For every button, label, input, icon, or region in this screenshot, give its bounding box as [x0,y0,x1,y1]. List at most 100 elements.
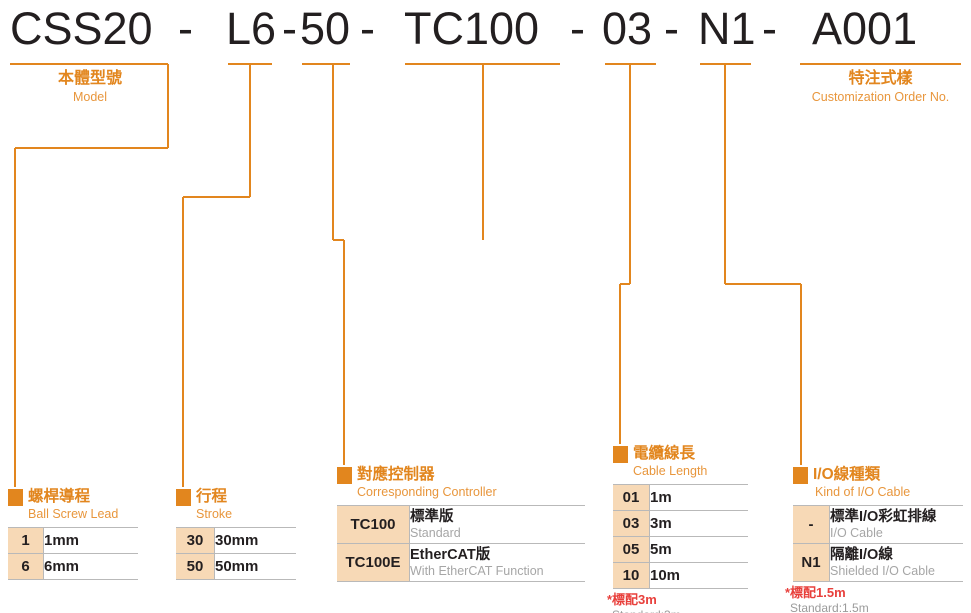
option-value-cn: 標準I/O彩虹排線 [830,508,937,525]
option-value: 標準版 Standard [409,505,585,544]
callout-model-cn: 本體型號 [57,70,122,87]
options-table-io-cable: - 標準I/O彩虹排線 I/O Cable N1 隔離I/O線 Shielded… [793,505,963,582]
option-code: 10 [613,562,650,589]
square-marker-icon [613,446,628,463]
options-table-controller: TC100 標準版 Standard TC100E EtherCAT版 With… [337,505,585,582]
model-separator: - [282,3,297,54]
table-row[interactable]: - 標準I/O彩虹排線 I/O Cable [793,505,963,544]
group-title-cn: 電纜線長 [633,445,696,462]
footnote-en: Standard:3m [607,608,748,613]
footnote-en: Standard:1.5m [790,601,869,613]
model-segment-io: N1 [698,3,756,54]
table-row[interactable]: 1 1mm [8,527,138,554]
option-value-en: Shielded I/O Cable [830,563,935,578]
model-separator: - [178,3,193,54]
option-value-en: Standard [410,525,461,540]
option-value: 1m [649,484,748,511]
group-title-cn: 行程 [196,488,228,505]
option-value: 30mm [214,527,296,554]
group-title-en: Cable Length [633,464,708,478]
group-corresponding-controller: 對應控制器 Corresponding Controller TC100 標準版… [337,465,585,582]
option-value: 6mm [43,553,138,580]
model-segment-customization: A001 [812,3,918,54]
options-table-stroke: 30 30mm 50 50mm [176,527,296,580]
group-title-en: Stroke [196,507,233,521]
model-segment-lead: L6 [226,3,277,54]
option-value-en: I/O Cable [830,525,883,540]
option-code: N1 [793,543,830,582]
group-title-cn: 螺桿導程 [28,488,91,505]
group-header: I/O線種類 Kind of I/O Cable [793,465,963,500]
option-value: 10m [649,562,748,589]
options-table-ball-screw-lead: 1 1mm 6 6mm [8,527,138,580]
option-code: - [793,505,830,544]
option-code: 6 [8,553,44,580]
model-separator: - [762,3,777,54]
group-stroke: 行程 Stroke 30 30mm 50 50mm [176,487,296,580]
option-code: 01 [613,484,650,511]
options-table-cable-length: 01 1m 03 3m 05 5m 10 10m [613,484,748,589]
group-header: 對應控制器 Corresponding Controller [337,465,585,500]
table-row[interactable]: 30 30mm [176,527,296,554]
option-value-en: With EtherCAT Function [410,563,544,578]
callout-model: 本體型號 Model [10,68,170,105]
callout-customization: 特注式樣 Customization Order No. [800,68,961,105]
option-code: 03 [613,510,650,537]
model-separator: - [360,3,375,54]
model-segment-controller: TC100 [404,3,540,54]
group-header: 螺桿導程 Ball Screw Lead [8,487,138,522]
option-value: 標準I/O彩虹排線 I/O Cable [829,505,963,544]
table-row[interactable]: N1 隔離I/O線 Shielded I/O Cable [793,543,963,582]
table-row[interactable]: 50 50mm [176,553,296,580]
group-title-cn: I/O線種類 [813,466,881,483]
option-code: 50 [176,553,215,580]
model-segment-model: CSS20 [10,3,153,54]
footnote-cable-length: *標配3m Standard:3m [607,592,748,613]
footnote-cn: *標配3m [607,592,657,607]
callout-customization-cn: 特注式樣 [848,70,913,87]
option-code: TC100 [337,505,410,544]
option-code: TC100E [337,543,410,582]
square-marker-icon [793,467,808,484]
option-value: 隔離I/O線 Shielded I/O Cable [829,543,963,582]
group-header: 行程 Stroke [176,487,296,522]
group-title-en: Ball Screw Lead [28,507,119,521]
model-separator: - [570,3,585,54]
option-code: 30 [176,527,215,554]
option-value-cn: 標準版 [410,508,454,525]
option-value: 3m [649,510,748,537]
footnote-cn: *標配1.5m [785,585,846,600]
table-row[interactable]: 01 1m [613,484,748,511]
option-code: 1 [8,527,44,554]
group-header: 電纜線長 Cable Length [613,444,748,479]
option-value: EtherCAT版 With EtherCAT Function [409,543,585,582]
table-row[interactable]: 6 6mm [8,553,138,580]
square-marker-icon [337,467,352,484]
option-code: 05 [613,536,650,563]
table-row[interactable]: 05 5m [613,536,748,563]
model-separator: - [664,3,679,54]
group-title-cn: 對應控制器 [357,466,435,483]
table-row[interactable]: TC100 標準版 Standard [337,505,585,544]
option-value: 1mm [43,527,138,554]
callout-customization-en: Customization Order No. [811,90,950,104]
table-row[interactable]: 03 3m [613,510,748,537]
square-marker-icon [8,489,23,506]
group-ball-screw-lead: 螺桿導程 Ball Screw Lead 1 1mm 6 6mm [8,487,138,580]
model-segment-cable: 03 [602,3,653,54]
group-kind-of-io-cable: I/O線種類 Kind of I/O Cable - 標準I/O彩虹排線 I/O… [785,465,963,613]
footnote-io-cable: *標配1.5m Standard:1.5m [785,585,963,613]
group-cable-length: 電纜線長 Cable Length 01 1m 03 3m 05 5m 10 1… [607,444,748,613]
table-row[interactable]: 10 10m [613,562,748,589]
model-segment-stroke: 50 [300,3,351,54]
option-value-cn: 隔離I/O線 [830,546,893,563]
square-marker-icon [176,489,191,506]
model-number-headline: CSS20-L6-50-TC100-03-N1-A001 [0,0,971,58]
table-row[interactable]: TC100E EtherCAT版 With EtherCAT Function [337,543,585,582]
option-value: 5m [649,536,748,563]
option-value: 50mm [214,553,296,580]
option-value-cn: EtherCAT版 [410,546,491,563]
callout-model-en: Model [72,90,108,104]
group-title-en: Corresponding Controller [357,485,497,499]
